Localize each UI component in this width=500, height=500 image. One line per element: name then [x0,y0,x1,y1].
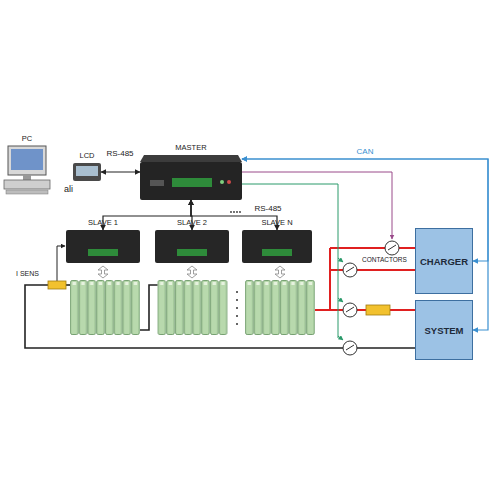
rs485-line [103,200,191,230]
signal-wire [57,246,65,281]
device-label: MASTER [120,143,262,153]
device-label: SLAVE 2 [135,218,249,228]
battery-pack [70,280,315,335]
ellipsis-dots [230,211,241,325]
slave-node: SLAVE N [242,230,312,263]
edge-label: RS-485 [254,204,281,213]
device-label: SLAVE N [222,218,332,228]
power-wire-red [315,248,415,310]
caption-text: ali [64,184,73,194]
rs485-line [101,171,140,172]
pc-illustration [4,146,50,194]
system-box: SYSTEM [415,300,473,360]
master-node: MASTER [140,155,242,200]
can-bus-line [242,159,488,330]
lcd-illustration [73,163,101,181]
lcd-node: LCD [73,163,101,181]
rs485-line [191,200,192,230]
power-wire [25,285,415,348]
contactor-label: CONTACTORS [362,256,407,263]
slave-node: SLAVE 2 [155,230,229,263]
slave-device [66,230,312,263]
edge-label: CAN [357,147,374,156]
box-label: SYSTEM [424,325,463,336]
slave-node: SLAVE 1 [66,230,140,263]
device-label: SLAVE 1 [46,218,160,228]
device-label: PC [0,134,70,144]
charger-box: CHARGER [415,228,473,294]
edge-label: RS-485 [106,149,133,158]
current-sensor [48,281,390,315]
box-label: CHARGER [420,256,468,267]
hollow-double-arrow [98,266,285,278]
master-device [140,155,242,200]
computer-node: PC [4,146,50,194]
can-bus-line [242,159,488,261]
sensor-label: I SENS [16,270,39,277]
